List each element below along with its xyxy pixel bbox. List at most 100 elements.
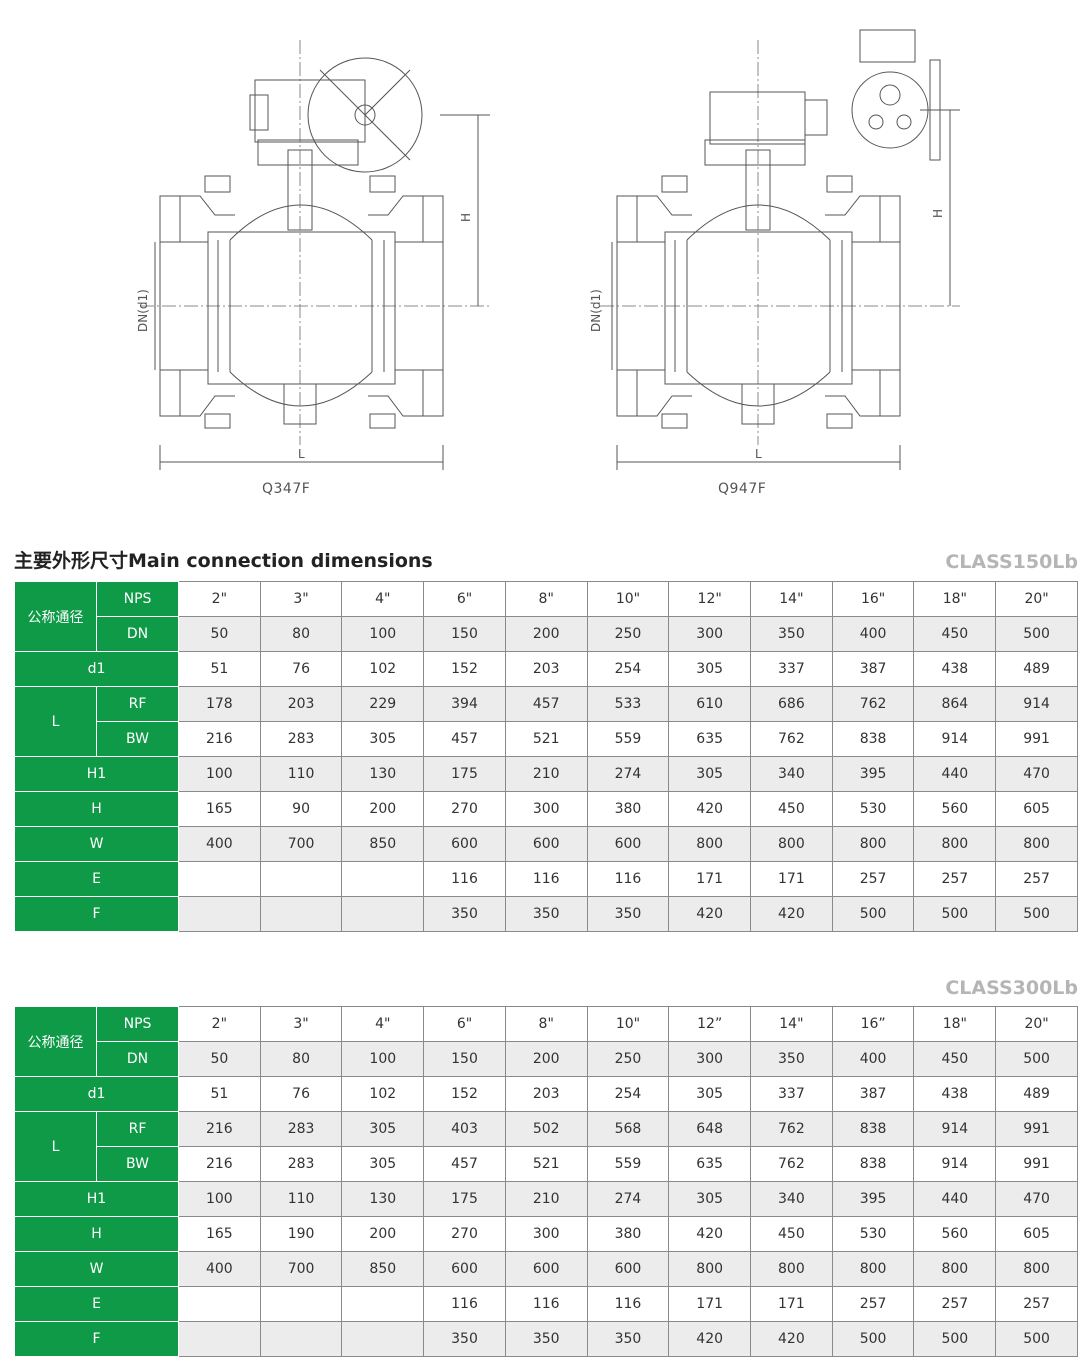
table-cell: 305: [341, 1111, 425, 1147]
table-cell: 500: [995, 896, 1078, 932]
table-cell: 457: [423, 1146, 506, 1182]
row-label: DN: [96, 1041, 179, 1077]
table-cell: 116: [586, 861, 670, 897]
row-label: H: [14, 791, 179, 827]
table-cell: 257: [995, 1286, 1078, 1322]
row-label: d1: [14, 1076, 179, 1112]
row-label: H1: [14, 1181, 179, 1217]
table-cell: 440: [913, 756, 997, 792]
table-cell: 420: [750, 1321, 833, 1357]
table-cell: 305: [668, 1076, 752, 1112]
table-cell: 991: [995, 721, 1078, 757]
table-cell: 350: [586, 896, 670, 932]
table-cell: 502: [504, 1111, 588, 1147]
left-l-label: L: [298, 447, 305, 461]
row-label: H: [14, 1216, 179, 1252]
table-cell: 152: [423, 1076, 506, 1112]
table-cell: 110: [259, 1181, 343, 1217]
table-cell: 450: [913, 1041, 997, 1077]
table-cell: 380: [586, 791, 670, 827]
table-cell: 171: [668, 861, 752, 897]
table-cell: 100: [178, 756, 261, 792]
table-cell: 12”: [668, 1006, 752, 1042]
table-cell: 350: [586, 1321, 670, 1357]
table-cell: 175: [423, 756, 506, 792]
table-cell: 762: [750, 1111, 833, 1147]
left-dn-label: DN(d1): [136, 289, 150, 332]
row-label: NPS: [96, 581, 179, 617]
table-cell: 800: [995, 826, 1078, 862]
table-cell: 14": [750, 1006, 833, 1042]
right-dn-label: DN(d1): [589, 289, 603, 332]
row-label: RF: [96, 1111, 179, 1147]
table-cell: 420: [668, 896, 752, 932]
table-cell: 559: [586, 1146, 670, 1182]
table-cell: 2": [178, 1006, 261, 1042]
table-cell: [259, 1286, 343, 1322]
table-cell: 102: [341, 651, 425, 687]
table-cell: 210: [504, 1181, 588, 1217]
table-cell: 300: [504, 791, 588, 827]
table-cell: 489: [995, 651, 1078, 687]
table-cell: 530: [831, 1216, 915, 1252]
table-cell: 165: [178, 791, 261, 827]
table-cell: 800: [831, 826, 915, 862]
q347f-drawing: [140, 40, 490, 470]
table-cell: 300: [668, 1041, 752, 1077]
table-cell: 76: [259, 651, 343, 687]
table-cell: 200: [504, 616, 588, 652]
table-cell: 440: [913, 1181, 997, 1217]
table-cell: 250: [586, 616, 670, 652]
table-cell: 914: [913, 721, 997, 757]
table-cell: 635: [668, 721, 752, 757]
table-cell: 489: [995, 1076, 1078, 1112]
row-label: NPS: [96, 1006, 179, 1042]
table-cell: 800: [668, 1251, 752, 1287]
table-cell: 340: [750, 756, 833, 792]
left-h-label: H: [459, 213, 473, 222]
table-cell: 270: [423, 791, 506, 827]
table-cell: 800: [668, 826, 752, 862]
table-cell: [341, 1321, 425, 1357]
table-cell: 274: [586, 756, 670, 792]
table-cell: 130: [341, 1181, 425, 1217]
table-cell: 216: [178, 721, 261, 757]
table-cell: 610: [668, 686, 752, 722]
table-cell: 470: [995, 756, 1078, 792]
table-cell: 165: [178, 1216, 261, 1252]
table-cell: 864: [913, 686, 997, 722]
table-cell: 914: [995, 686, 1078, 722]
table-cell: 178: [178, 686, 261, 722]
table-cell: 600: [504, 1251, 588, 1287]
table-cell: 283: [259, 1111, 343, 1147]
table-cell: 838: [831, 1111, 915, 1147]
table-cell: 50: [178, 1041, 261, 1077]
table-cell: 600: [423, 826, 506, 862]
q347f-caption: Q347F: [262, 481, 311, 497]
valve-drawings: H DN(d1) L H DN(d1) L: [0, 0, 1084, 520]
table-cell: 2": [178, 581, 261, 617]
row-label: E: [14, 861, 179, 897]
row-label: W: [14, 1251, 179, 1287]
table-cell: 110: [259, 756, 343, 792]
table-cell: 648: [668, 1111, 752, 1147]
table-cell: 90: [259, 791, 343, 827]
row-label: F: [14, 896, 179, 932]
table-cell: 203: [259, 686, 343, 722]
table-cell: 51: [178, 651, 261, 687]
table-cell: [178, 1321, 261, 1357]
table-cell: 305: [668, 1181, 752, 1217]
q947f-caption: Q947F: [718, 481, 767, 497]
table-cell: 380: [586, 1216, 670, 1252]
table-cell: 600: [504, 826, 588, 862]
table-cell: 100: [178, 1181, 261, 1217]
table-cell: 850: [341, 1251, 425, 1287]
table-cell: 605: [995, 791, 1078, 827]
